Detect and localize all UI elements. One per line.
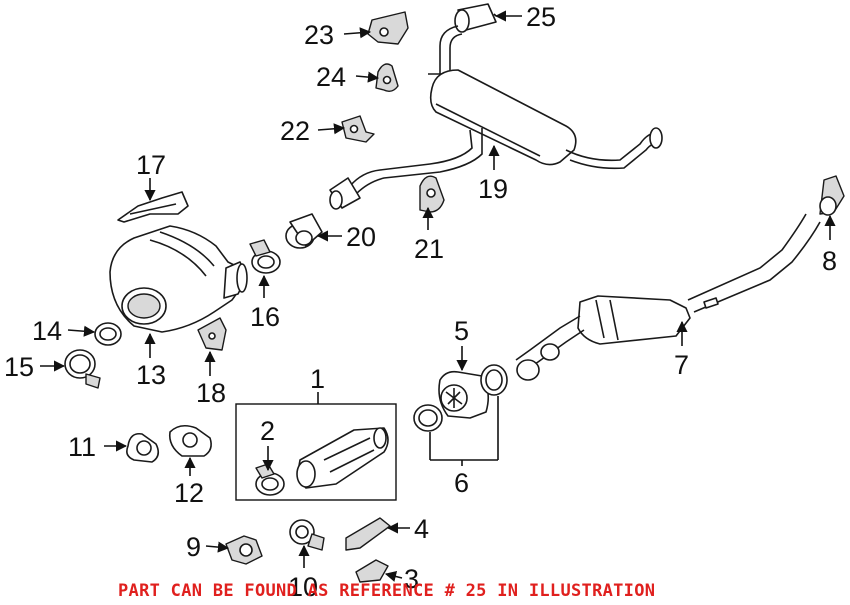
- part-9-exhaust-sensor[interactable]: [225, 535, 263, 565]
- callout-3: 3: [404, 564, 419, 594]
- part-11-flange-gasket[interactable]: [126, 432, 160, 463]
- part-2-clamp[interactable]: [255, 463, 285, 496]
- callout-22: 22: [280, 116, 310, 146]
- callout-25: 25: [526, 2, 556, 32]
- callout-4: 4: [414, 514, 429, 544]
- part-6-gasket-pair[interactable]: [413, 364, 508, 432]
- part-20-pipe-clamp[interactable]: [285, 213, 323, 249]
- part-8-pipe-clamp[interactable]: [819, 175, 845, 216]
- callout-20: 20: [346, 222, 376, 252]
- part-1-group-box: [235, 403, 397, 501]
- callout-24: 24: [316, 62, 346, 92]
- part-22-mount-bracket[interactable]: [341, 115, 375, 143]
- callout-1: 1: [310, 364, 325, 394]
- part-23-heat-shield-bracket[interactable]: [367, 11, 409, 45]
- part-1-exhaust-pipe-section[interactable]: [296, 427, 389, 489]
- callout-19: 19: [478, 174, 508, 204]
- part-12-flange-gasket[interactable]: [168, 424, 212, 457]
- callout-13: 13: [136, 360, 166, 390]
- part-14-gasket-ring[interactable]: [94, 322, 122, 346]
- part-7-front-pipe-assembly[interactable]: [515, 213, 821, 381]
- part-17-heat-shield[interactable]: [117, 191, 189, 223]
- part-18-bracket[interactable]: [197, 317, 227, 351]
- part-10-bushing[interactable]: [289, 519, 325, 551]
- callout-10: 10: [288, 572, 318, 602]
- part-16-pipe-clamp[interactable]: [249, 239, 281, 274]
- callout-8: 8: [822, 246, 837, 276]
- callout-18: 18: [196, 378, 226, 408]
- callout-17: 17: [136, 150, 166, 180]
- callout-2: 2: [260, 416, 275, 446]
- part-5-flange-connector[interactable]: [438, 370, 490, 419]
- callout-7: 7: [674, 350, 689, 380]
- callout-11: 11: [68, 432, 96, 462]
- part-3-bracket[interactable]: [355, 559, 389, 583]
- callout-16: 16: [250, 302, 280, 332]
- part-15-v-band-clamp[interactable]: [64, 349, 101, 389]
- reference-notice: PART CAN BE FOUND AS REFERENCE # 25 IN I…: [118, 581, 655, 601]
- callout-21: 21: [414, 234, 444, 264]
- part-24-rubber-hanger[interactable]: [375, 63, 399, 93]
- callout-15: 15: [4, 352, 34, 382]
- callout-6: 6: [454, 468, 469, 498]
- part-21-rubber-hanger[interactable]: [419, 175, 445, 213]
- part-25-tailpipe-tip[interactable]: [454, 3, 497, 33]
- callout-5: 5: [454, 316, 469, 346]
- part-19-rear-muffler[interactable]: [329, 25, 663, 210]
- part-13-diesel-particulate-filter[interactable]: [109, 225, 248, 333]
- part-4-mounting-bracket[interactable]: [345, 517, 391, 551]
- callout-12: 12: [174, 478, 204, 508]
- callout-14: 14: [32, 316, 62, 346]
- callout-23: 23: [304, 20, 334, 50]
- callout-9: 9: [186, 532, 201, 562]
